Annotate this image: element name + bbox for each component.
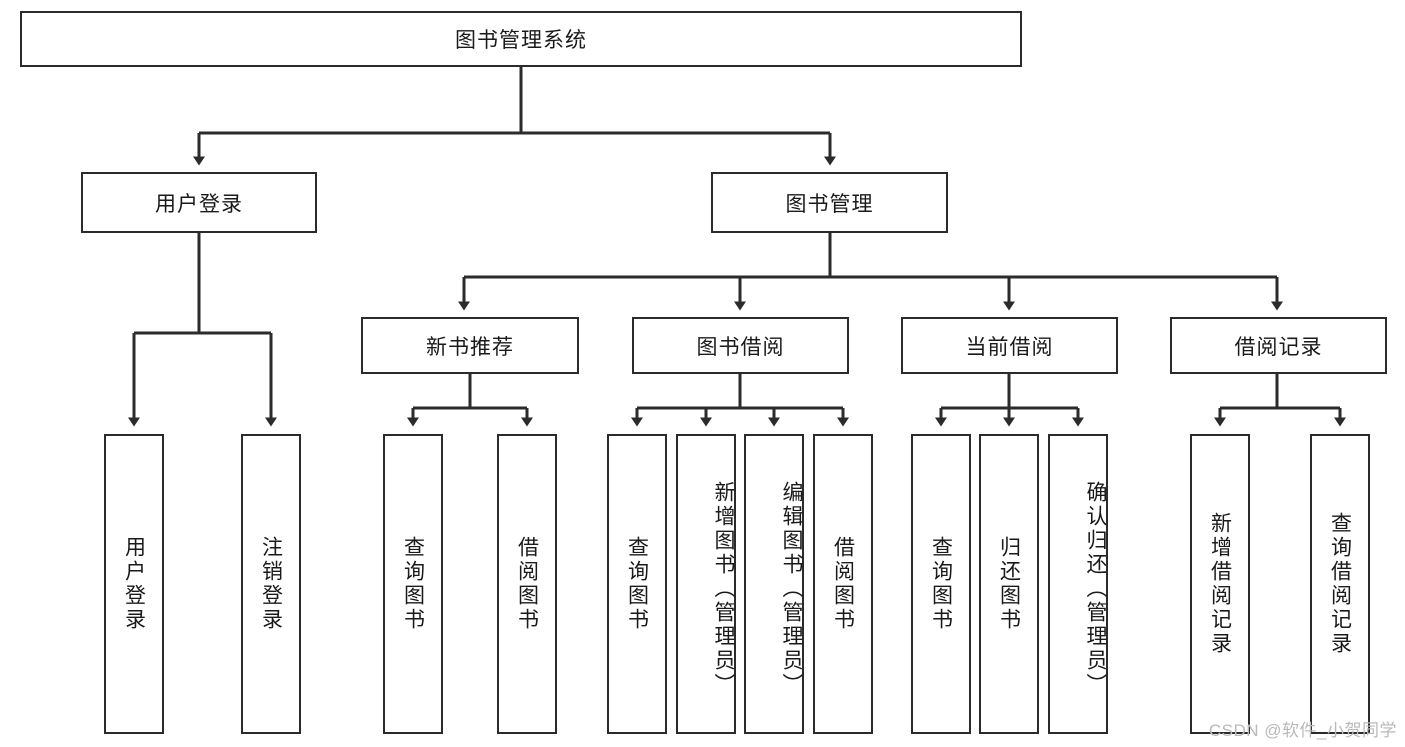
- leaf-query-book-3[interactable]: 查询图书: [911, 434, 971, 734]
- leaf-add-book[interactable]: 新增图书（管理员）: [676, 434, 736, 734]
- leaf-user-login[interactable]: 用户登录: [104, 434, 164, 734]
- node-book-borrow-label: 图书借阅: [696, 335, 785, 359]
- leaf-borrow-book-1-label: 借阅图书: [515, 536, 539, 632]
- node-current-borrow[interactable]: 当前借阅: [901, 317, 1118, 374]
- leaf-borrow-book-1[interactable]: 借阅图书: [497, 434, 557, 734]
- leaf-query-book-1-label: 查询图书: [401, 536, 425, 632]
- node-new-book-recommend[interactable]: 新书推荐: [361, 317, 579, 374]
- leaf-confirm-return-label: 确认归还（管理员）: [1084, 481, 1107, 697]
- leaf-query-book-2-label: 查询图书: [625, 536, 649, 632]
- leaf-query-book-2[interactable]: 查询图书: [607, 434, 667, 734]
- leaf-add-record-label: 新增借阅记录: [1208, 512, 1232, 656]
- node-current-borrow-label: 当前借阅: [965, 335, 1054, 359]
- leaf-add-record[interactable]: 新增借阅记录: [1190, 434, 1250, 734]
- leaf-confirm-return[interactable]: 确认归还（管理员）: [1048, 434, 1108, 734]
- leaf-borrow-book-2[interactable]: 借阅图书: [813, 434, 873, 734]
- leaf-user-login-label: 用户登录: [122, 536, 146, 632]
- leaf-return-book[interactable]: 归还图书: [979, 434, 1039, 734]
- node-book-borrow[interactable]: 图书借阅: [632, 317, 849, 374]
- leaf-logout-login[interactable]: 注销登录: [241, 434, 301, 734]
- node-book-manage[interactable]: 图书管理: [711, 172, 948, 233]
- leaf-edit-book[interactable]: 编辑图书（管理员）: [744, 434, 804, 734]
- leaf-edit-book-label: 编辑图书（管理员）: [780, 481, 803, 697]
- leaf-add-book-label: 新增图书（管理员）: [712, 481, 735, 697]
- node-new-book-recommend-label: 新书推荐: [426, 335, 514, 359]
- node-user-login[interactable]: 用户登录: [81, 172, 317, 233]
- node-user-login-label: 用户登录: [155, 192, 243, 216]
- leaf-query-record-label: 查询借阅记录: [1328, 512, 1352, 656]
- node-root-label: 图书管理系统: [455, 29, 587, 52]
- leaf-borrow-book-2-label: 借阅图书: [831, 536, 855, 632]
- node-root[interactable]: 图书管理系统: [20, 11, 1022, 67]
- node-book-manage-label: 图书管理: [785, 192, 874, 216]
- leaf-query-book-1[interactable]: 查询图书: [383, 434, 443, 734]
- leaf-return-book-label: 归还图书: [997, 536, 1021, 632]
- leaf-logout-login-label: 注销登录: [259, 536, 283, 632]
- node-borrow-record-label: 借阅记录: [1234, 335, 1323, 359]
- watermark-text: CSDN @软件_小贺同学: [1208, 721, 1397, 740]
- node-borrow-record[interactable]: 借阅记录: [1170, 317, 1387, 374]
- leaf-query-record[interactable]: 查询借阅记录: [1310, 434, 1370, 734]
- leaf-query-book-3-label: 查询图书: [929, 536, 953, 632]
